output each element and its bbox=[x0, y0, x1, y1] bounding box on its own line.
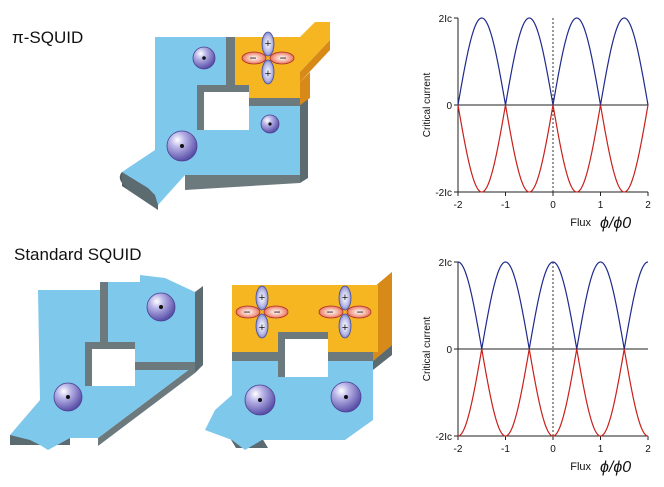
x-axis-unit: ϕ/ϕ0 bbox=[600, 215, 631, 232]
x-tick-label: -1 bbox=[501, 444, 510, 455]
pi-squid-label: π-SQUID bbox=[12, 28, 84, 47]
x-axis-label: Flux bbox=[570, 461, 591, 473]
x-tick-label: -2 bbox=[454, 200, 463, 211]
y-tick-label: 0 bbox=[446, 345, 452, 356]
standard-squid-label: Standard SQUID bbox=[14, 245, 142, 264]
pi-squid-hole bbox=[197, 85, 249, 130]
y-tick-label: 2Ic bbox=[439, 258, 452, 269]
series-line-negative bbox=[457, 104, 649, 193]
x-tick-label: 0 bbox=[550, 200, 556, 211]
series-line-positive bbox=[457, 261, 649, 350]
x-tick-label: 0 bbox=[550, 444, 556, 455]
y-axis-label: Critical current bbox=[422, 317, 433, 382]
y-tick-label: -2Ic bbox=[435, 188, 452, 199]
standard-squid-hole-1 bbox=[85, 342, 135, 386]
pi-squid-device bbox=[119, 22, 330, 210]
x-axis-unit: ϕ/ϕ0 bbox=[600, 459, 631, 476]
standard-squid-device-2 bbox=[205, 272, 392, 450]
y-tick-label: -2Ic bbox=[435, 432, 452, 443]
x-tick-label: 2 bbox=[645, 444, 651, 455]
standard-squid-blue-region-2 bbox=[205, 360, 373, 450]
y-tick-label: 2Ic bbox=[439, 14, 452, 25]
x-tick-label: -1 bbox=[501, 200, 510, 211]
series-line-negative bbox=[457, 348, 649, 437]
standard-squid-hole-2 bbox=[278, 332, 328, 377]
x-tick-label: -2 bbox=[454, 444, 463, 455]
y-tick-label: 0 bbox=[446, 101, 452, 112]
x-tick-label: 1 bbox=[598, 200, 604, 211]
x-tick-label: 1 bbox=[598, 444, 604, 455]
standard-squid-device-1 bbox=[10, 275, 203, 450]
y-axis-label: Critical current bbox=[422, 73, 433, 138]
x-tick-label: 2 bbox=[645, 200, 651, 211]
x-axis-label: Flux bbox=[570, 217, 591, 229]
